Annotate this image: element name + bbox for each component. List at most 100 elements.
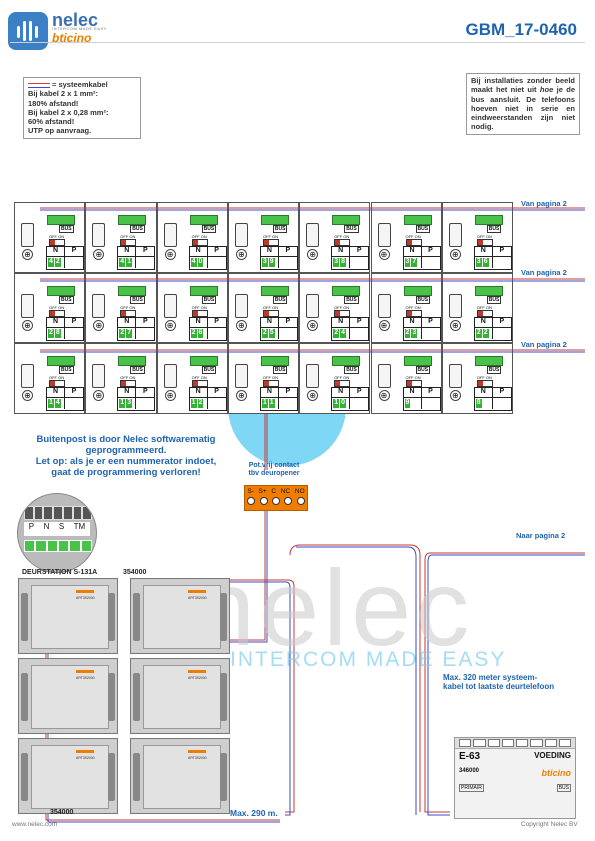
logo-name: nelec: [52, 10, 99, 30]
cable-note-line: UTP op aanvraag.: [28, 126, 92, 136]
off-on-switch-label: OFF ON: [476, 234, 492, 239]
door-open-button-icon: ⊕: [164, 249, 176, 260]
psu-terminal: [487, 739, 500, 747]
off-on-switch-label: OFF ON: [191, 304, 207, 310]
module-code: ART352000: [76, 676, 95, 680]
handset-icon: [163, 364, 177, 389]
handset-icon: [234, 364, 248, 389]
n-label: N: [332, 388, 351, 398]
p-label: P: [499, 388, 505, 396]
module-hinge: [21, 753, 28, 801]
terminal-block: [47, 541, 57, 551]
module-panel: ART352000: [31, 745, 109, 809]
n-label: N: [47, 247, 65, 256]
p-label: P: [142, 317, 148, 325]
module-code: ART352000: [76, 596, 95, 600]
door-station-code-bottom: 354000: [50, 809, 74, 816]
door-open-button-icon: ⊕: [378, 390, 390, 402]
dip-label: N: [43, 522, 50, 531]
p-value: [421, 256, 440, 268]
programming-note: Buitenpost is door Nelec softwarematig g…: [10, 434, 242, 478]
switch-knob: [406, 310, 412, 316]
module-brand-mark: [76, 750, 94, 753]
max-distance-note: Max. 320 meter systeem- kabel tot laatst…: [443, 673, 554, 691]
bus-note-text-b: je de bus aansluit. De telefoons hoeven …: [471, 85, 575, 132]
phone-digit: 4: [340, 328, 346, 338]
bus-terminal-strip: [332, 356, 361, 367]
handset-icon: [21, 223, 34, 247]
dip-switch-row: [24, 506, 92, 520]
bus-label: BUS: [486, 295, 502, 304]
phone-digit: 2: [190, 328, 197, 338]
p-value: [136, 326, 155, 339]
bus-label: BUS: [272, 225, 288, 233]
door-open-button-icon: ⊕: [235, 249, 247, 260]
psu-prim-label: PRIMAIR: [459, 784, 484, 792]
module-hinge: [133, 593, 140, 641]
p-label: P: [428, 388, 433, 396]
bus-terminal-strip: [403, 356, 432, 367]
screw-icon: [284, 497, 293, 505]
phone-number-digits: 9: [403, 397, 422, 410]
phone-digit: 1: [48, 399, 54, 409]
max-bus-distance: Max. 290 m.: [230, 808, 278, 818]
door-open-button-icon: ⊕: [164, 390, 176, 402]
off-on-switch-label: OFF ON: [191, 234, 207, 239]
relay-terminal-label: S+: [258, 488, 267, 495]
p-value: [65, 256, 83, 268]
off-on-switch: [262, 380, 279, 388]
max-distance-note-line: kabel tot laatste deurtelefoon: [443, 682, 555, 691]
watermark-tagline: INTERCOM MADE EASY: [230, 648, 507, 671]
psu-terminal: [501, 739, 514, 747]
handset-icon: [306, 364, 320, 389]
p-label: P: [71, 388, 77, 396]
module-hinge: [108, 753, 115, 801]
bus-terminal-strip: [189, 285, 218, 296]
door-open-button-icon: ⊕: [449, 319, 461, 331]
bus-loop-2: [300, 544, 421, 812]
programming-note-line: Buitenpost is door Nelec softwarematig: [36, 434, 216, 445]
off-on-switch-label: OFF ON: [120, 375, 136, 381]
module-hinge: [220, 753, 227, 801]
off-on-switch-label: OFF ON: [120, 304, 136, 310]
p-value: [278, 397, 297, 409]
off-on-switch: [405, 239, 422, 246]
relay-terminal-label: NO: [294, 488, 305, 495]
phone-digit: 3: [333, 258, 340, 267]
handset-icon: [21, 293, 34, 318]
door-open-button-icon: ⊕: [235, 390, 247, 402]
dip-switch: [34, 507, 43, 519]
cable-note-line: 180% afstand!: [28, 98, 79, 108]
door-station-module: ART352000: [18, 578, 118, 654]
psu-bottom-labels: PRIMAIR BUS: [455, 778, 575, 792]
switch-knob: [263, 381, 269, 387]
bus-label: BUS: [59, 366, 74, 375]
handset-icon: [92, 293, 106, 318]
p-label: P: [499, 317, 505, 325]
door-station-code-top: 354000: [123, 569, 147, 576]
dip-label: S: [58, 522, 65, 531]
psu-terminal: [473, 739, 486, 747]
phone-digit: 8: [340, 258, 346, 267]
handset-icon: [377, 223, 391, 247]
off-on-switch: [334, 309, 351, 317]
dip-switch: [44, 507, 53, 519]
phone-digit: 6: [482, 258, 489, 267]
door-open-button-icon: ⊕: [378, 319, 390, 331]
bus-terminal-strip: [47, 356, 75, 367]
off-on-switch: [49, 380, 65, 388]
logo-brand: bticino: [52, 31, 92, 45]
phone-digit: 2: [119, 328, 126, 338]
door-station-module: ART352000: [18, 738, 118, 814]
psu-body: 346000 bticino: [455, 764, 575, 778]
